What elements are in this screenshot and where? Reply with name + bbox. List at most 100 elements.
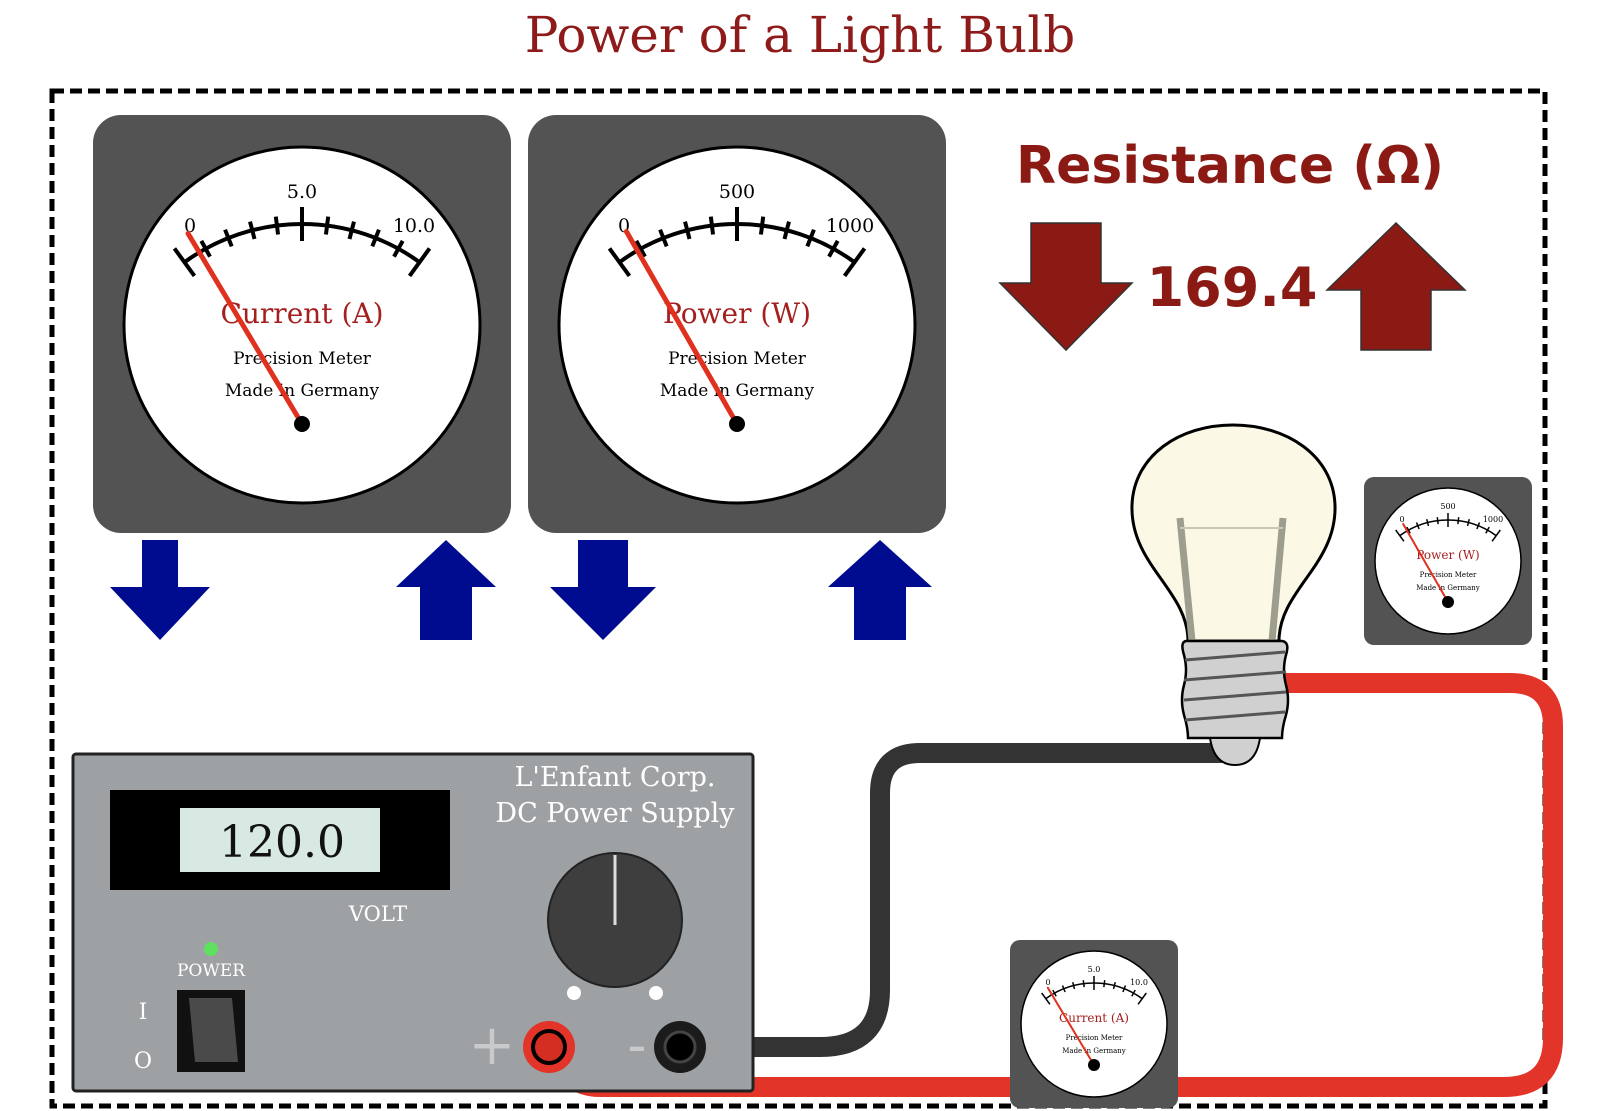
- current-increase-arrow-icon[interactable]: [396, 540, 496, 640]
- current-meter-scale: [172, 207, 432, 278]
- power-scale-max: 1000: [826, 215, 874, 237]
- mini-current-meter-scale-tick: [1103, 980, 1106, 988]
- negative-terminal-inner: [663, 1030, 697, 1064]
- mini-current-meter-face: [1020, 950, 1168, 1098]
- current-meter: 0 5.0 10.0 Current (A) Precision Meter M…: [93, 115, 511, 533]
- power-led: [204, 942, 218, 956]
- bulb-thread-1: [1184, 650, 1286, 662]
- dc-power-supply: 120.0 VOLT L'Enfant Corp. DC Power Suppl…: [71, 752, 755, 1093]
- power-meter-scale: [607, 207, 867, 278]
- brand-line-2: DC Power Supply: [495, 798, 735, 829]
- mini-power-scale-min: 0: [1399, 515, 1404, 524]
- power-switch-rocker: [189, 998, 238, 1062]
- light-bulb: [1130, 423, 1337, 767]
- mini-power-meter-scale-tick: [1406, 526, 1411, 534]
- mini-power-meter-scale: [1395, 513, 1501, 542]
- resistance-value: 169.4: [1147, 256, 1318, 319]
- current-meter-scale-tick: [248, 221, 257, 240]
- resistance-decrease-arrow-icon[interactable]: [998, 222, 1134, 352]
- mini-current-label: Current (A): [1059, 1011, 1129, 1025]
- bulb-contact: [1208, 737, 1262, 767]
- resistance-increase-arrow-icon[interactable]: [1325, 221, 1467, 351]
- bulb-thread-2: [1183, 670, 1287, 682]
- current-meter-maker-2: Made in Germany: [225, 381, 380, 401]
- power-meter-scale-tick: [842, 247, 867, 278]
- power-meter-maker-2: Made in Germany: [660, 381, 815, 401]
- mini-current-scale-mid: 5.0: [1088, 965, 1101, 974]
- voltage-unit-label: VOLT: [348, 902, 407, 926]
- positive-terminal-label: +: [469, 1013, 516, 1078]
- current-meter-scale-tick: [392, 239, 405, 258]
- power-label: POWER: [177, 961, 246, 981]
- power-meter-scale-tick: [758, 216, 766, 235]
- current-meter-label: Current (A): [220, 297, 383, 330]
- power-meter-scale-tick: [782, 221, 791, 240]
- mini-current-meter-scale-tick: [1131, 989, 1136, 997]
- current-meter-scale-tick: [370, 228, 381, 248]
- mini-current-meter-scale-tick: [1122, 985, 1127, 993]
- mini-current-meter-needle: [1046, 986, 1095, 1066]
- mini-current-meter-pivot: [1088, 1059, 1100, 1071]
- positive-terminal-inner: [531, 1029, 567, 1065]
- mini-current-meter-scale-tick: [1072, 981, 1076, 990]
- current-decrease-arrow-icon[interactable]: [110, 540, 210, 640]
- power-meter-scale-tick: [607, 247, 632, 278]
- bulb-thread-3: [1183, 690, 1287, 702]
- current-meter-scale-tick: [347, 221, 356, 240]
- power-meter-needle: [623, 229, 740, 427]
- red-wire-bulb: [1150, 673, 1563, 1097]
- voltage-display-value: 120.0: [219, 817, 345, 868]
- mini-power-meter-scale-tick: [1457, 517, 1460, 525]
- mini-current-maker-2: Made in Germany: [1062, 1047, 1126, 1055]
- bulb-thread-4: [1184, 710, 1286, 722]
- power-increase-arrow-icon[interactable]: [828, 540, 932, 640]
- current-meter-scale-tick: [407, 247, 432, 278]
- power-decrease-arrow-icon[interactable]: [550, 540, 656, 640]
- mini-power-meter-scale-tick: [1485, 526, 1490, 534]
- mini-power-maker-1: Precision Meter: [1420, 571, 1477, 579]
- mini-power-meter-scale-tick: [1415, 522, 1420, 530]
- mini-current-meter-scale-tick: [1137, 992, 1147, 1005]
- mini-power-meter-pivot: [1442, 596, 1454, 608]
- mini-current-meter: 0 5.0 10.0 Current (A) Precision Meter M…: [1010, 940, 1178, 1108]
- mini-current-meter-scale-tick: [1041, 992, 1051, 1005]
- current-meter-maker-1: Precision Meter: [233, 349, 372, 369]
- power-meter-label: Power (W): [663, 297, 811, 330]
- mini-power-meter-scale-tick: [1426, 518, 1430, 527]
- mini-power-meter-scale-tick: [1491, 529, 1501, 542]
- current-scale-max: 10.0: [393, 215, 435, 237]
- mini-current-maker-1: Precision Meter: [1066, 1034, 1123, 1042]
- mini-power-scale-mid: 500: [1440, 502, 1455, 511]
- simulation-frame: [49, 88, 1548, 1109]
- current-meter-scale-tick: [273, 216, 281, 235]
- mini-current-scale-min: 0: [1045, 978, 1050, 987]
- power-meter-scale-tick: [658, 228, 669, 248]
- current-meter-scale-tick: [172, 247, 197, 278]
- knob-min-dot: [567, 986, 581, 1000]
- mini-power-label: Power (W): [1416, 548, 1479, 562]
- mini-current-meter-scale: [1041, 976, 1147, 1005]
- negative-terminal: [654, 1021, 706, 1073]
- mini-power-meter-scale-tick: [1466, 518, 1470, 527]
- power-meter-scale-tick: [827, 239, 840, 258]
- power-switch[interactable]: [177, 990, 245, 1072]
- bulb-filament-right: [1268, 517, 1287, 642]
- current-scale-mid: 5.0: [287, 181, 317, 203]
- voltage-knob[interactable]: [547, 852, 683, 988]
- knob-max-dot: [649, 986, 663, 1000]
- mini-power-meter-scale-tick: [1395, 529, 1405, 542]
- mini-power-meter-needle: [1402, 522, 1449, 603]
- bulb-glass: [1130, 423, 1337, 643]
- current-meter-scale-tick: [199, 239, 212, 258]
- switch-off-label: O: [134, 1049, 152, 1074]
- resistance-label: Resistance (Ω): [1016, 136, 1444, 196]
- current-meter-scale-tick: [223, 228, 234, 248]
- power-meter-scale-tick: [683, 221, 692, 240]
- mini-current-meter-scale-tick: [1061, 985, 1066, 993]
- mini-current-meter-scale-tick: [1052, 989, 1057, 997]
- mini-power-scale-max: 1000: [1483, 515, 1503, 524]
- mini-power-meter-scale-tick: [1476, 522, 1481, 530]
- current-meter-face: [122, 145, 482, 505]
- positive-terminal: [523, 1021, 575, 1073]
- current-meter-pivot: [294, 416, 310, 432]
